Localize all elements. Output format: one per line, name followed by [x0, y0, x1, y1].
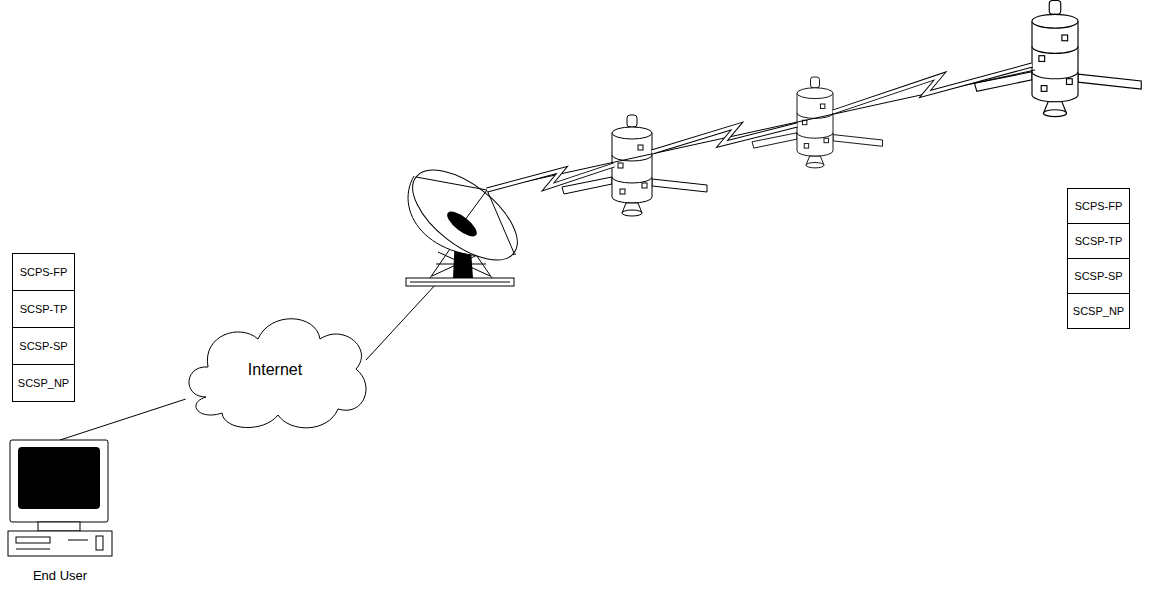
network-link	[60, 399, 186, 440]
protocol-layer-box: SCPS-FP	[1067, 188, 1130, 224]
node-label: SCSP-TP	[20, 303, 68, 315]
node-label: SCSP-TP	[1075, 235, 1123, 247]
node-label: Internet	[248, 361, 302, 379]
node-label: SCPS-FP	[1075, 200, 1123, 212]
protocol-layer-box: SCSP-SP	[12, 327, 75, 365]
node-label: SCPS-FP	[20, 266, 68, 278]
protocol-layer-box: SCPS-FP	[12, 253, 75, 291]
ground-station-dish	[398, 153, 533, 286]
node-label: End User	[0, 568, 132, 583]
radio-link-bolt	[487, 65, 1032, 190]
node-label: SCSP_NP	[18, 377, 69, 389]
node-label: SCSP-SP	[1074, 270, 1122, 282]
network-link	[366, 283, 437, 360]
internet-cloud: Internet	[178, 305, 372, 435]
node-label: SCSP-SP	[19, 340, 67, 352]
protocol-layer-box: SCSP-TP	[1067, 223, 1130, 259]
satellite	[752, 77, 883, 168]
protocol-layer-box: SCSP_NP	[12, 364, 75, 402]
satellite	[975, 1, 1142, 117]
satellite	[562, 115, 707, 216]
end-user-computer: End User	[8, 440, 112, 558]
computer-icon	[8, 440, 112, 558]
protocol-layer-box: SCSP_NP	[1067, 293, 1130, 329]
protocol-layer-box: SCSP-TP	[12, 290, 75, 328]
protocol-layer-box: SCSP-SP	[1067, 258, 1130, 294]
node-label: SCSP_NP	[1073, 305, 1124, 317]
